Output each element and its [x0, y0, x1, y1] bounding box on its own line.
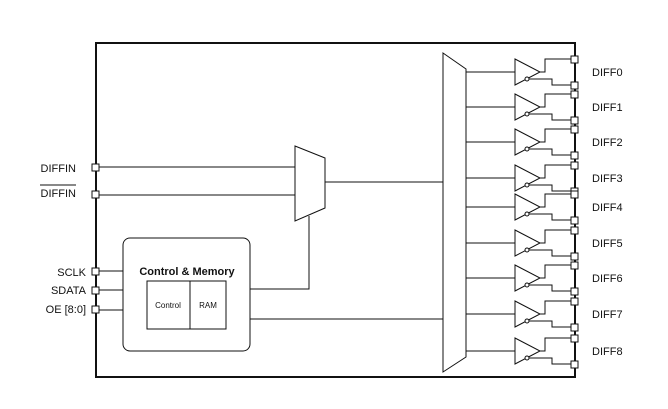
input-mux — [294, 145, 326, 222]
output-driver-4: DIFF4 — [466, 190, 623, 225]
ram-label: RAM — [199, 301, 217, 310]
output-n-wire — [529, 357, 571, 365]
inverter-bubble — [524, 76, 530, 82]
pin-p — [570, 261, 579, 270]
output-label: DIFF1 — [592, 102, 623, 114]
pin-diffin — [91, 163, 100, 172]
pin-oe — [91, 305, 100, 314]
pin-sdata — [91, 286, 100, 295]
pin-n — [570, 252, 579, 261]
output-p-wire — [540, 128, 571, 143]
control-label: Control — [155, 301, 181, 310]
label-oe: OE [8:0] — [46, 304, 86, 316]
output-n-wire — [529, 113, 571, 121]
output-label: DIFF7 — [592, 309, 623, 321]
output-n-wire — [529, 249, 571, 257]
output-n-wire — [529, 213, 571, 221]
output-p-wire — [540, 229, 571, 244]
output-driver-5: DIFF5 — [466, 226, 623, 261]
output-p-wire — [540, 337, 571, 352]
output-label: DIFF4 — [592, 202, 623, 214]
inverter-bubble — [524, 111, 530, 117]
output-label: DIFF5 — [592, 238, 623, 250]
output-n-wire — [529, 148, 571, 156]
output-n-wire — [529, 284, 571, 292]
output-p-wire — [540, 264, 571, 279]
inverter-bubble — [524, 247, 530, 253]
output-driver-8: DIFF8 — [466, 334, 623, 369]
pin-n — [570, 360, 579, 369]
output-driver-6: DIFF6 — [466, 261, 623, 296]
pin-diffin-bar — [91, 190, 100, 199]
pin-p — [570, 125, 579, 134]
output-driver-3: DIFF3 — [466, 161, 623, 196]
inverter-bubble — [524, 182, 530, 188]
inverter-bubble — [524, 318, 530, 324]
pin-p — [570, 190, 579, 199]
output-p-wire — [540, 93, 571, 108]
pin-p — [570, 161, 579, 170]
pin-n — [570, 287, 579, 296]
output-label: DIFF0 — [592, 67, 623, 79]
control-memory-title: Control & Memory — [139, 266, 235, 278]
pin-p — [570, 297, 579, 306]
ram-box — [189, 280, 227, 330]
pin-p — [570, 90, 579, 99]
pin-n — [570, 116, 579, 125]
output-label: DIFF2 — [592, 137, 623, 149]
output-driver-2: DIFF2 — [466, 125, 623, 160]
label-sdata: SDATA — [51, 285, 87, 297]
output-drivers: DIFF0DIFF1DIFF2DIFF3DIFF4DIFF5DIFF6DIFF7… — [466, 55, 623, 369]
output-p-wire — [540, 300, 571, 315]
pin-n — [570, 216, 579, 225]
output-label: DIFF3 — [592, 173, 623, 185]
output-n-wire — [529, 184, 571, 192]
output-label: DIFF6 — [592, 273, 623, 285]
output-p-wire — [540, 164, 571, 179]
output-driver-7: DIFF7 — [466, 297, 623, 332]
label-diffin-bar: DIFFIN — [41, 188, 76, 200]
output-p-wire — [540, 58, 571, 73]
wire-mux-select — [250, 216, 310, 290]
pin-sclk — [91, 267, 100, 276]
output-driver-1: DIFF1 — [466, 90, 623, 125]
pin-n — [570, 151, 579, 160]
inverter-bubble — [524, 355, 530, 361]
label-diffin: DIFFIN — [41, 163, 76, 175]
pin-p — [570, 334, 579, 343]
output-n-wire — [529, 78, 571, 86]
output-p-wire — [540, 193, 571, 208]
label-sclk: SCLK — [57, 267, 86, 279]
pin-n — [570, 323, 579, 332]
pin-p — [570, 55, 579, 64]
fanout-buffer — [442, 52, 467, 373]
pin-n — [570, 81, 579, 90]
output-driver-0: DIFF0 — [466, 55, 623, 90]
output-label: DIFF8 — [592, 346, 623, 358]
pin-p — [570, 226, 579, 235]
inverter-bubble — [524, 146, 530, 152]
control-box — [146, 280, 191, 330]
inverter-bubble — [524, 282, 530, 288]
chip-outline — [95, 42, 576, 378]
output-n-wire — [529, 320, 571, 328]
inverter-bubble — [524, 211, 530, 217]
